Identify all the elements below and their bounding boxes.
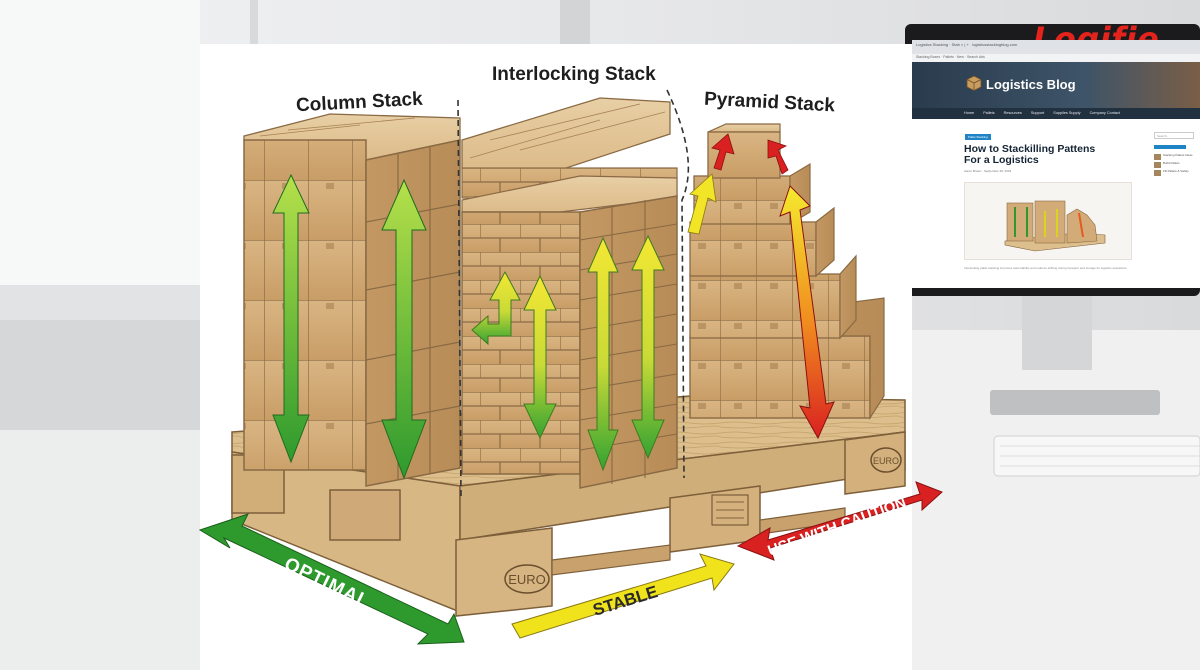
sidebar-item[interactable]: Build Pallets [1154,161,1200,168]
interlocking-arrow-2 [523,274,557,440]
nav-item-resources[interactable]: Resources [1003,111,1022,115]
post-meta: Aaron Brown · September 28, 2023 [964,169,1012,173]
address-bar[interactable]: logisticsstackingblog.com [972,42,1018,47]
nav-item-home[interactable]: Home [964,111,975,115]
interlocking-arrow-4 [631,234,665,460]
browser-tab-bar[interactable]: Logistics Stacking · Stab × | + logistic… [912,40,1200,54]
pyramid-arrow-left [687,173,717,235]
sidebar-item[interactable]: Fill Pallets & Safely [1154,169,1200,176]
thumbnail-image [1004,200,1106,252]
euro-mark-left: EURO [508,572,546,587]
nav-item-contact[interactable]: Company Contact [1089,111,1120,115]
post-title[interactable]: How to Stackilling Pattens For a Logisti… [964,143,1096,166]
blog-search-input[interactable]: Search... [1154,132,1194,139]
column-arrow-right [381,178,427,480]
interlocking-arrow-bent [471,270,521,346]
post-thumbnail[interactable] [964,182,1132,260]
column-arrow-left [272,173,310,464]
pyramid-arrow-top-left [711,133,735,171]
column-stack [243,113,461,487]
pyramid-arrow-top-right [767,139,789,175]
pyramid-arrow-long [779,185,835,440]
sidebar-heading-bar [1154,145,1186,149]
site-title[interactable]: Logistics Blog [986,77,1076,92]
nav-item-supplies[interactable]: Supplies Supply [1053,111,1081,115]
blog-sidebar: Search... Stacking Pallets Ideas Build P… [1154,132,1200,176]
interlocking-stack-label: Interlocking Stack [492,64,656,85]
browser-tab[interactable]: Logistics Stacking · Stab × | + [916,42,969,47]
nav-item-support[interactable]: Support [1030,111,1045,115]
interlocking-arrow-3 [587,236,619,472]
nav-item-pallets[interactable]: Pallets [983,111,995,115]
post-excerpt: Interlocking pallet stacking improves lo… [964,266,1128,270]
blog-nav: Home Pallets Resources Support Supplies … [912,108,1200,119]
separator-right [666,89,690,479]
euro-mark-right: EURO [873,456,899,466]
box-icon [966,75,982,91]
separator-left [457,99,462,499]
sidebar-item[interactable]: Stacking Pallets Ideas [1154,153,1200,160]
bookmarks-bar[interactable]: Stacking Boxes · Pallets · New · Search … [912,54,1200,62]
monitor-screen: Logistics Stacking · Stab × | + logistic… [912,40,1200,288]
blog-header: Logistics Blog [912,62,1200,108]
post-category-tag[interactable]: Pallet Stacking [965,134,991,140]
